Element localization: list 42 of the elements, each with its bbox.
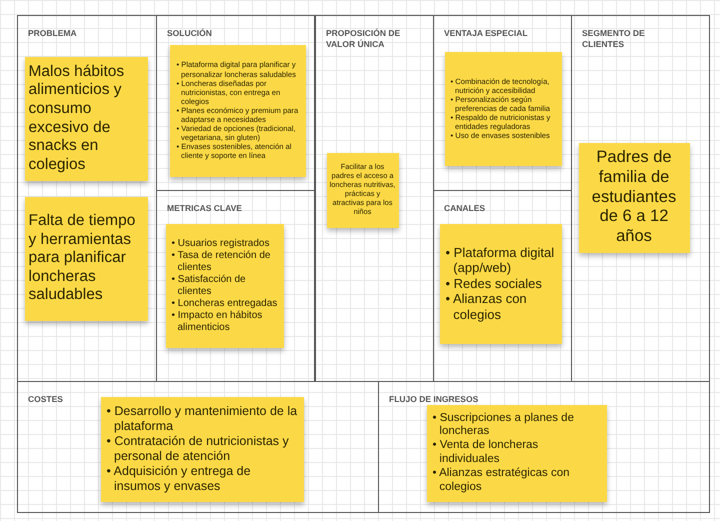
sticky-note [24,56,148,180]
section-heading: COSTES [28,394,64,406]
section-heading: SOLUCIÓN [167,28,213,40]
section-heading: FLUJO DE INGRESOS [389,394,479,406]
sticky-note [326,152,398,228]
section-heading: VENTAJA ESPECIAL [444,28,529,40]
bullet-item: • Alianzas estratégicas con colegios [432,466,570,494]
canvas-section [17,15,157,382]
bullet-item: • Contratación de nutricionistas y personal de atención [106,434,290,464]
section-heading: PROPOSICIÓN DE VALOR ÚNICA [326,28,402,51]
sticky-note-text: Malos hábitos alimenticios y consumo excesivo de snacks en colegios [28,62,126,174]
canvas-section [315,15,434,382]
bullet-item: • Usuarios registrados [172,238,270,250]
sticky-note [426,404,606,502]
bullet-item: • Adquisición y entrega de insumos y envases [106,464,252,494]
bullet-item: • Desarrollo y mantenimiento de la plataforma [106,404,298,434]
sticky-note [440,224,562,344]
section-heading: METRICAS CLAVE [167,203,243,214]
sticky-note [100,396,304,502]
canvas-section [378,381,710,513]
sticky-note [166,224,284,348]
canvas-section [571,15,710,382]
sticky-note-text: Padres de familia de estudiantes de 6 a 12 años [590,148,678,247]
bullet-item: • Tasa de retención de clientes [172,250,272,274]
bullet-item: • Loncheras entregadas [172,298,278,310]
bullet-item: • Redes sociales [446,276,543,292]
sticky-note [578,142,690,252]
bullet-item: • Venta de loncheras individuales [432,439,540,467]
canvas-section [156,15,315,191]
sticky-note [444,52,562,166]
sticky-note-text: Falta de tiempo y herramientas para planificar loncheras saludables [28,212,136,305]
bullet-item: • Impacto en hábitos alimenticios [172,310,264,334]
bullet-item: • Satisfacción de clientes [172,274,247,298]
section-heading: SEGMENTO DE CLIENTES [582,28,646,51]
bullet-item: • Suscripciones a planes de loncheras [432,412,575,440]
bullet-item: • Plataforma digital (app/web) [446,244,556,276]
sticky-note [24,196,148,320]
sticky-note [170,44,306,176]
section-heading: CANALES [444,203,486,214]
section-heading: PROBLEMA [28,28,78,40]
canvas-section [17,381,379,513]
bullet-item: • Alianzas con colegios [446,291,528,322]
